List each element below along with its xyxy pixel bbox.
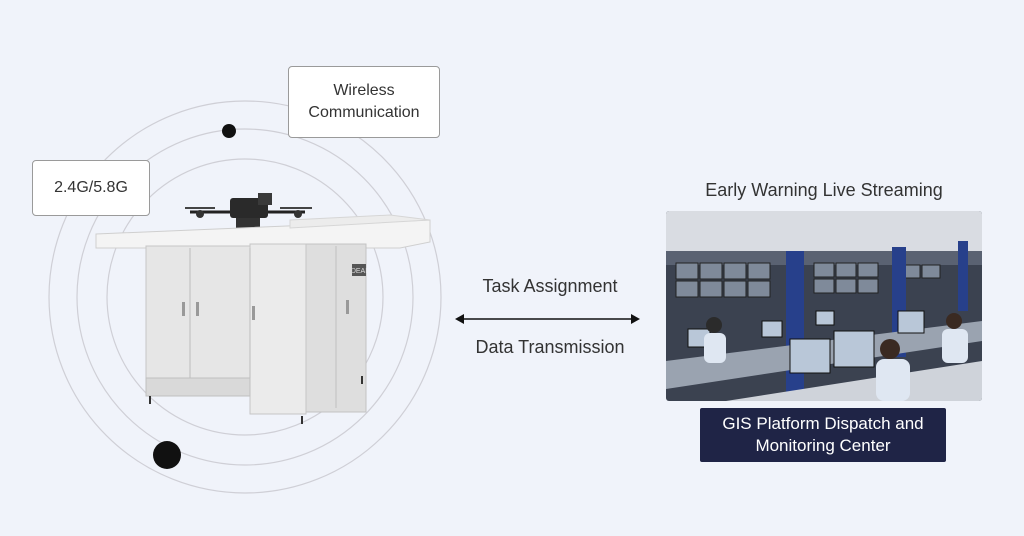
control-room-image (666, 211, 982, 401)
orbit-ring-inner (106, 158, 384, 436)
cabinet-badge: DEAI (351, 268, 367, 275)
wireless-communication-text: Wireless Communication (308, 82, 420, 121)
frequency-band-text: 2.4G/5.8G (54, 179, 128, 196)
wireless-communication-label: Wireless Communication (288, 66, 440, 138)
monitoring-center-title: Early Warning Live Streaming (705, 180, 943, 200)
data-transmission-label: Data Transmission (475, 337, 625, 357)
monitoring-center-caption: GIS Platform Dispatch and Monitoring Cen… (700, 408, 946, 462)
docking-station-cabinet: DEAI (95, 193, 431, 424)
orbit-dot-small (222, 124, 236, 138)
task-assignment-label: Task Assignment (482, 276, 618, 296)
orbit-ring-middle (76, 128, 414, 466)
double-arrow-icon (455, 314, 640, 324)
frequency-band-label: 2.4G/5.8G (32, 160, 150, 216)
orbit-dot-large (153, 441, 181, 469)
orbit-ring-outer (48, 100, 442, 494)
